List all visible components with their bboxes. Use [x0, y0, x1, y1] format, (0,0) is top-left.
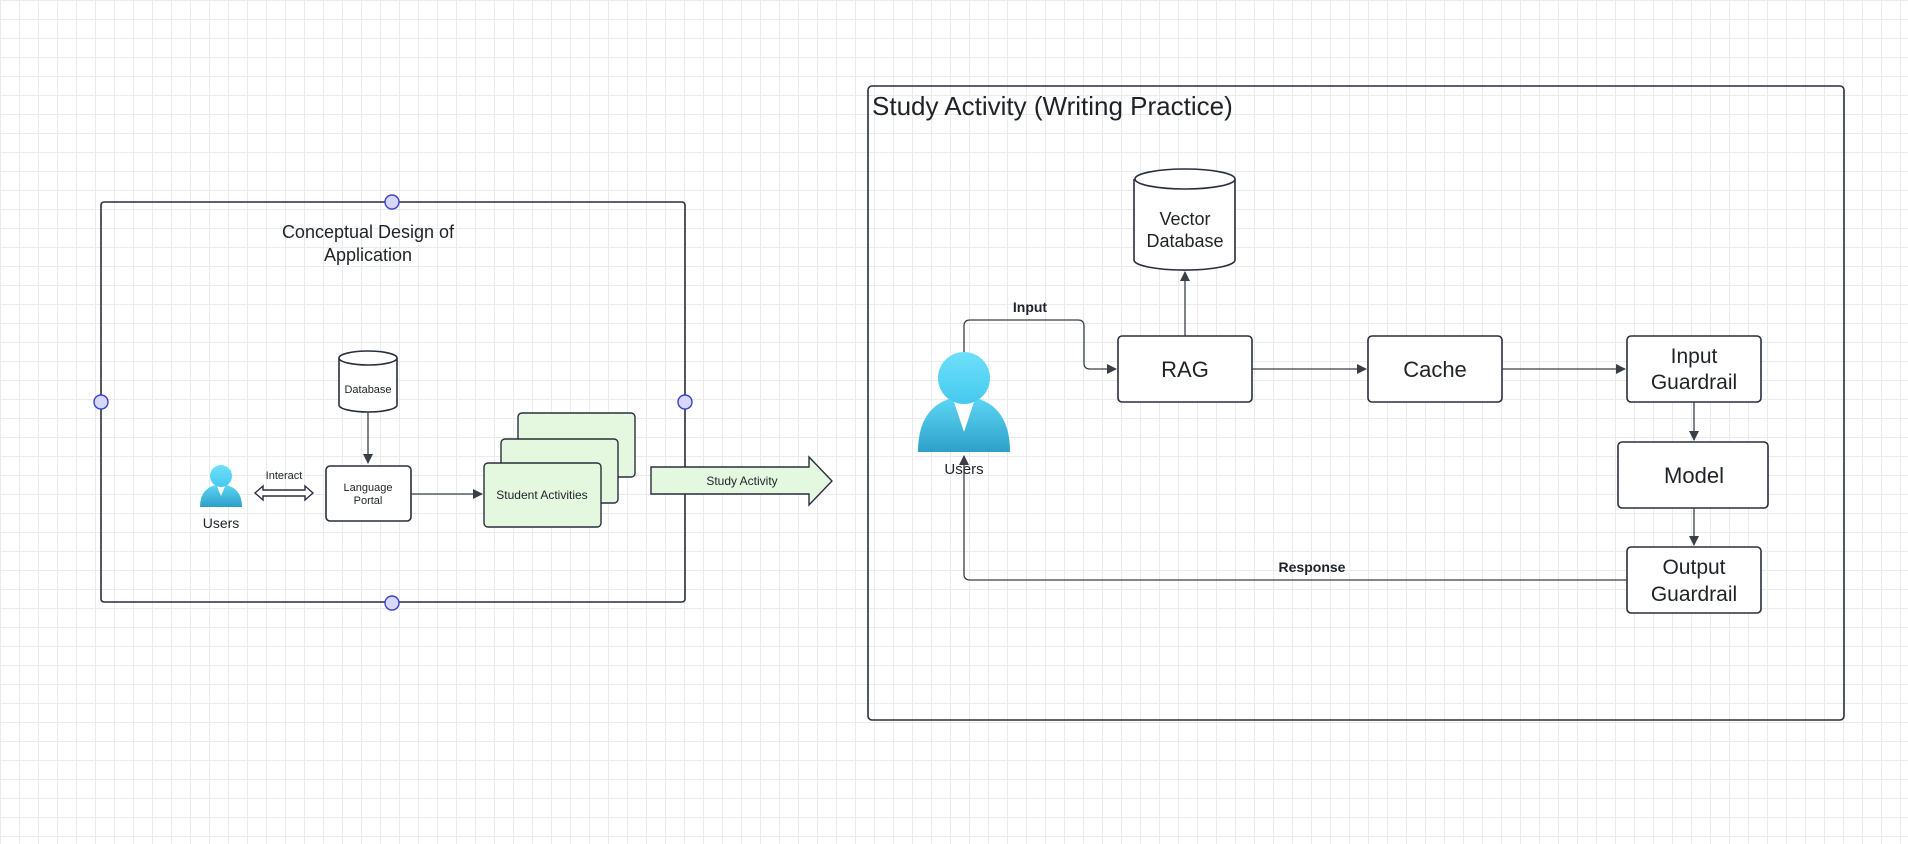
left-diagram: Conceptual Design of Application Users I… — [93, 194, 693, 611]
input-arrow — [963, 319, 1117, 374]
top-resize-handle[interactable] — [384, 194, 400, 210]
left-user-label: Users — [203, 515, 240, 531]
bottom-resize-handle[interactable] — [384, 595, 400, 611]
model-label: Model — [1664, 463, 1724, 488]
database-label: Database — [344, 384, 391, 396]
vector-db-label-line2: Database — [1146, 231, 1223, 251]
cache-label: Cache — [1403, 357, 1467, 382]
interact-label: Interact — [266, 470, 303, 482]
rag-label: RAG — [1161, 357, 1209, 382]
portal-label-line2: Portal — [354, 495, 383, 507]
response-arrow — [959, 455, 1627, 581]
portal-label-line1: Language — [344, 482, 393, 494]
user-icon[interactable] — [200, 465, 242, 507]
left-title-line1: Conceptual Design of — [282, 222, 455, 242]
output-guardrail-line2: Guardrail — [1651, 583, 1737, 606]
vector-database-cylinder[interactable] — [1133, 168, 1236, 271]
right-diagram: Study Activity (Writing Practice) Vector… — [867, 85, 1845, 721]
input-guardrail-line1: Input — [1671, 345, 1718, 368]
right-resize-handle[interactable] — [677, 394, 693, 410]
input-label: Input — [1013, 299, 1048, 315]
users-icon[interactable] — [918, 352, 1010, 452]
interact-double-arrow[interactable] — [253, 484, 315, 502]
model-box[interactable] — [1617, 441, 1769, 509]
right-frame[interactable] — [867, 85, 1845, 721]
output-guardrail-line1: Output — [1662, 556, 1725, 579]
study-activity-connector: Study Activity — [650, 455, 833, 507]
vector-db-label-line1: Vector — [1159, 209, 1210, 229]
database-cylinder[interactable] — [338, 350, 398, 413]
study-activity-arrow-label: Study Activity — [706, 474, 777, 488]
input-guardrail-line2: Guardrail — [1651, 371, 1737, 394]
student-activities-box[interactable] — [483, 462, 602, 528]
left-title-line2: Application — [324, 245, 412, 265]
response-label: Response — [1279, 559, 1346, 575]
left-resize-handle[interactable] — [93, 394, 109, 410]
right-title: Study Activity (Writing Practice) — [872, 91, 1233, 121]
study-activity-arrow[interactable] — [650, 455, 833, 507]
activities-label: Student Activities — [496, 488, 587, 502]
